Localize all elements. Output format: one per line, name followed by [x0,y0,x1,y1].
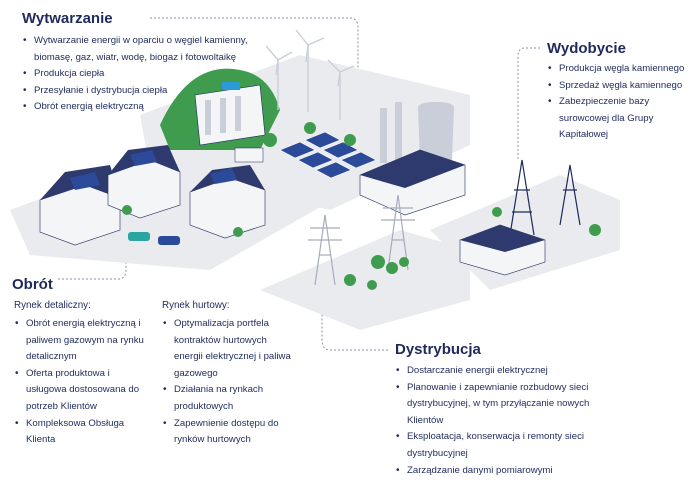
houses [39,145,266,246]
list-item: Eksploatacja, konserwacja i remonty siec… [395,429,595,446]
electric-car [158,236,180,245]
connector-dystrybucja [321,300,388,351]
connector-lines [58,17,540,351]
list-item: Dostarczanie energii elektrycznej [395,363,595,380]
house [189,165,266,239]
section-wydobycie: Wydobycie Produkcja węgla kamiennego Spr… [547,40,695,144]
list-item: Kompleksowa Obsługa [14,416,144,433]
mine-headframe [559,164,581,226]
section-obrot: Obrót Rynek detaliczny: Obrót energią el… [12,276,312,445]
list-item: Sprzedaż węgla kamiennego [547,78,695,95]
list-item: Zabezpieczenie bazy [547,94,695,111]
wind-turbine [327,59,355,120]
electric-car [128,232,150,241]
list-item: Produkcja ciepła [22,66,292,83]
coal-mine [459,159,581,276]
dam-column [205,100,211,135]
wholesale-market-column: Rynek hurtowy: Optymalizacja portfela ko… [162,300,310,449]
list-item-continued: paliwem gazowym na rynku [26,334,144,346]
control-building [234,147,264,163]
list-item-continued: Klientów [407,414,444,426]
wind-turbine [295,29,325,112]
section-wytwarzanie: Wytwarzanie Wytwarzanie energii w oparci… [22,10,292,116]
house [107,145,181,219]
list-item-continued: surowcowej dla Grupy [559,112,654,124]
power-plant [359,102,466,216]
connector-obrot [58,242,127,280]
list-item: Obrót energią elektryczną [22,99,292,116]
mine-roof [460,225,545,252]
section-title: Obrót [12,276,53,293]
list-item-continued: detalicznym [26,351,77,363]
trees [122,122,601,290]
section-dystrybucja: Dystrybucja Dostarczanie energii elektry… [395,341,595,479]
list-item: Optymalizacja portfela [162,316,310,333]
chimney [380,108,387,163]
house [39,165,121,246]
pylon [381,194,415,271]
subheading: Rynek detaliczny: [14,300,91,311]
list-item: Planowanie i zapewnianie rozbudowy sieci [395,380,595,397]
list-item-continued: Klienta [26,434,56,446]
section-title: Dystrybucja [395,341,481,358]
list-item: Produkcja węgla kamiennego [547,61,695,78]
list-item: Przesyłanie i dystrybucja ciepła [22,83,292,100]
section-title: Wydobycie [547,40,626,57]
list-item-continued: dystrybucyjnej [407,447,468,459]
subheading: Rynek hurtowy: [162,300,230,311]
list-item: Zarządzanie danymi pomiarowymi [395,463,595,480]
pylon [308,214,342,286]
list-item-continued: gazowego [174,367,218,379]
power-pylons [308,194,415,286]
list-item: Obrót energią elektryczną i [14,316,144,333]
list-item-continued: rynków hurtowych [174,434,251,446]
item-list: Obrót energią elektryczną i paliwem gazo… [14,316,144,449]
item-list: Dostarczanie energii elektrycznej Planow… [395,363,595,479]
list-item-continued: energii elektrycznej i paliwa [174,351,291,363]
list-item-continued: dystrybucyjnej, w tym przyłączanie nowyc… [407,398,590,410]
list-item-continued: potrzeb Klientów [26,400,97,412]
list-item-continued: biomasę, gaz, wiatr, wodę, biogaz i foto… [34,51,237,63]
item-list: Produkcja węgla kamiennego Sprzedaż węgl… [547,61,695,144]
item-list: Optymalizacja portfela kontraktów hurtow… [162,316,310,449]
chimney [395,102,402,162]
plant-roof [360,150,465,188]
list-item: Zapewnienie dostępu do [162,416,310,433]
cooling-tower [418,102,454,160]
connector-wydobycie [517,47,540,160]
list-item-continued: Kapitałowej [559,129,609,141]
item-list: Wytwarzanie energii w oparciu o węgiel k… [22,33,292,116]
ground-plate-distribution [260,230,470,330]
connector-wytwarzanie [150,17,359,120]
mine-headframe [509,159,535,236]
list-item: Działania na rynkach [162,382,310,399]
list-item-continued: usługowa dostosowana do [26,384,140,396]
list-item: Wytwarzanie energii w oparciu o węgiel k… [22,33,292,50]
retail-market-column: Rynek detaliczny: Obrót energią elektryc… [14,300,144,449]
list-item-continued: kontraktów hurtowych [174,334,267,346]
solar-farm [279,131,377,179]
list-item-continued: produktowych [174,400,234,412]
section-title: Wytwarzanie [22,10,113,27]
list-item: Oferta produktowa i [14,366,144,383]
